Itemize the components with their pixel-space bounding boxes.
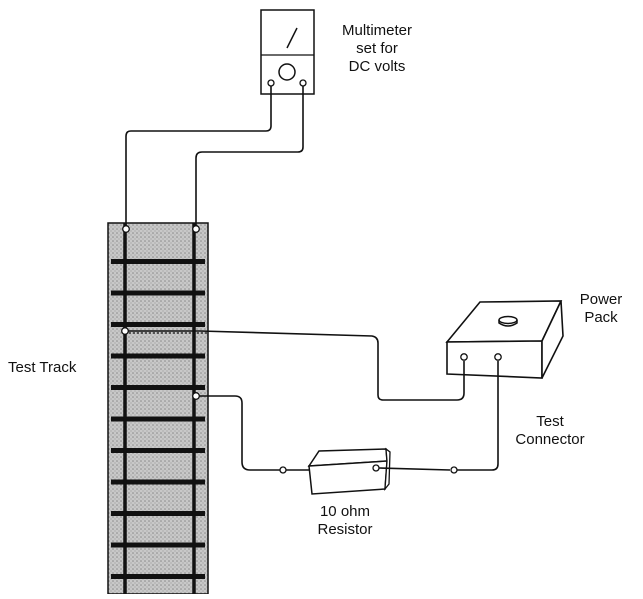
test-connector-wire xyxy=(457,361,499,471)
power-pack-side xyxy=(541,300,564,379)
track-tie xyxy=(111,448,205,453)
meter-selector-knob xyxy=(278,63,296,81)
test-connector-label-line-1: Test xyxy=(536,413,564,430)
test-track-label: Test Track xyxy=(8,359,77,376)
power-pack-label: Power Pack xyxy=(566,291,636,327)
power-pack-label-line-2: Pack xyxy=(584,309,618,326)
resistor-label: 10 ohm Resistor xyxy=(305,503,385,539)
power-terminal-left xyxy=(460,353,468,361)
multimeter-label-line-1: Multimeter xyxy=(341,22,412,39)
track-tie xyxy=(111,322,205,327)
meter-lead-clip-right xyxy=(192,225,200,233)
resistor-terminal xyxy=(372,464,380,472)
test-connector-label: Test Connector xyxy=(505,413,595,449)
track-tie xyxy=(111,479,205,485)
multimeter xyxy=(260,9,315,95)
power-pack xyxy=(445,300,564,379)
meter-lead-clip-left xyxy=(122,225,130,233)
power-terminal-right xyxy=(494,353,502,361)
resistor-label-line-2: Resistor xyxy=(317,521,373,538)
multimeter-label-line-3: DC volts xyxy=(348,58,406,75)
meter-lead-left xyxy=(125,86,272,226)
track-tie xyxy=(111,416,205,422)
meter-terminal-right xyxy=(299,79,307,87)
test-lead-track-side xyxy=(196,395,280,471)
meter-terminal-left xyxy=(267,79,275,87)
track-tie xyxy=(111,259,205,264)
throttle-knob xyxy=(498,315,518,325)
resistor-label-line-1: 10 ohm xyxy=(319,503,371,520)
resistor xyxy=(307,447,391,495)
power-feed-wire xyxy=(125,330,465,401)
test-connector-label-line-2: Connector xyxy=(515,431,585,448)
track-tie xyxy=(111,511,205,516)
track-tie xyxy=(111,290,205,296)
power-pack-label-line-1: Power xyxy=(579,291,623,308)
meter-needle xyxy=(286,27,298,49)
resistor-to-connector xyxy=(378,467,451,471)
track-tie xyxy=(111,353,205,359)
test-clip-left xyxy=(279,466,287,474)
test-connector-clip xyxy=(450,466,458,474)
track-ties xyxy=(111,259,205,579)
test-track xyxy=(107,222,209,595)
track-tie xyxy=(111,385,205,390)
feed-connection xyxy=(121,327,129,335)
meter-lead-right xyxy=(195,86,304,226)
multimeter-label-line-2: set for xyxy=(356,40,398,57)
multimeter-label: Multimeter set for DC volts xyxy=(332,22,422,76)
track-tie xyxy=(111,542,205,548)
track-tie xyxy=(111,574,205,579)
test-connection xyxy=(192,392,200,400)
